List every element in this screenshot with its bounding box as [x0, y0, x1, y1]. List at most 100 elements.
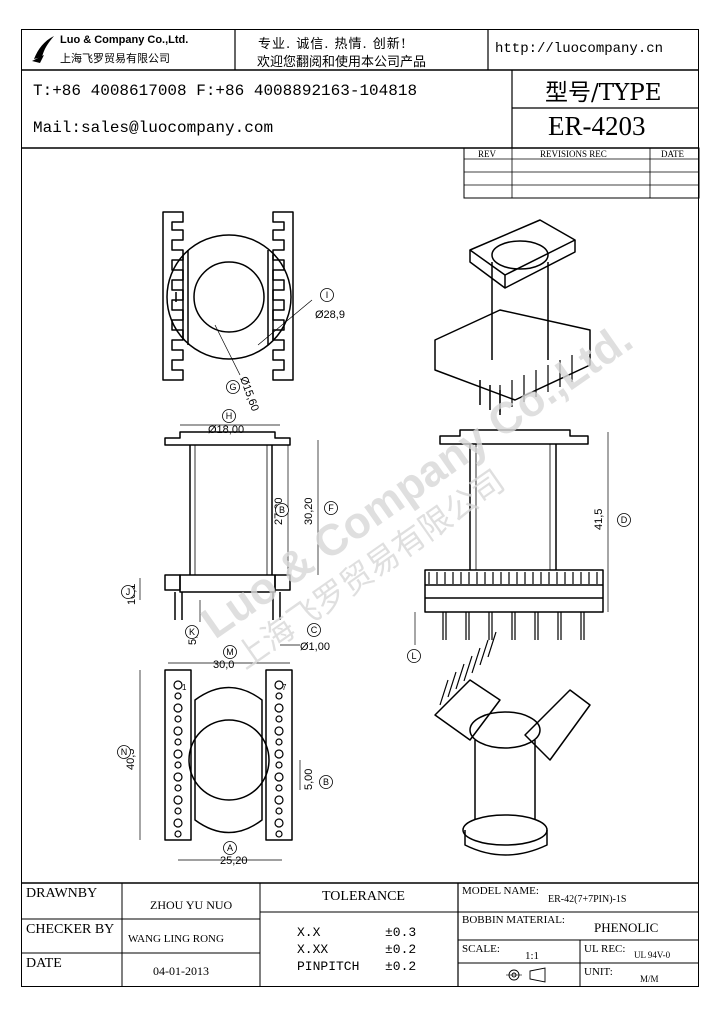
slot-right: [275, 830, 283, 838]
side-view-drawing: [164, 431, 291, 620]
header-frame: [21, 29, 700, 199]
model-name-value: ER-42(7+7PIN)-1S: [548, 894, 627, 905]
pin-hole-right: [274, 726, 284, 736]
iso-bottom-pin: [455, 663, 465, 690]
marker-c: C: [307, 623, 321, 637]
company-logo-icon: [32, 36, 54, 63]
model-name-label: MODEL NAME:: [462, 885, 539, 897]
unit-label: UNIT:: [584, 966, 613, 978]
type-value: ER-4203: [548, 111, 646, 141]
marker-j: J: [121, 585, 135, 599]
marker-label-n: N: [121, 747, 128, 757]
marker-label-d: D: [621, 515, 628, 525]
date-value: 04-01-2013: [153, 964, 209, 978]
date-label: DATE: [26, 956, 62, 971]
tol-value-xxx: ±0.2: [385, 942, 417, 957]
drawnby-label: DRAWNBY: [26, 886, 98, 901]
type-label: 型号/TYPE: [545, 80, 662, 106]
marker-b: B: [275, 503, 289, 517]
slot-left: [174, 830, 182, 838]
slot-right: [275, 784, 283, 792]
company-name: Luo & Company Co.,Ltd.: [60, 34, 189, 46]
rev-header: REV: [478, 149, 496, 159]
checker-label: CHECKER BY: [26, 922, 115, 937]
iso-bottom-pin: [463, 655, 473, 682]
slot-left: [174, 715, 182, 723]
marker-b-bottom: B: [319, 775, 333, 789]
pin-hole-left: [173, 772, 183, 782]
dim-b-pitch: 5,00: [303, 769, 315, 790]
slot-left: [174, 807, 182, 815]
scale-label: SCALE:: [462, 943, 500, 955]
marker-label-g: G: [229, 382, 236, 392]
revisions-rec-header: REVISIONS REC: [540, 149, 607, 159]
marker-label-b: B: [279, 505, 285, 515]
front-view-pins: [428, 572, 598, 640]
marker-f: F: [324, 501, 338, 515]
dim-i: Ø28,9: [315, 309, 345, 321]
dimension-lines: [139, 299, 609, 861]
slot-left: [174, 692, 182, 700]
pin-hole-left: [173, 703, 183, 713]
iso-bottom-pin: [487, 631, 497, 658]
slot-right: [275, 715, 283, 723]
pin-hole-left: [173, 680, 183, 690]
unit-value: M/M: [640, 974, 659, 984]
top-view-drawing: [162, 211, 294, 381]
checker-value: WANG LING RONG: [128, 933, 224, 945]
marker-m: M: [223, 645, 237, 659]
pin-hole-left: [173, 818, 183, 828]
ul-rec-value: UL 94V-0: [634, 950, 671, 960]
pin-hole-right: [274, 795, 284, 805]
marker-label-l: L: [411, 651, 416, 661]
bottom-view-pin-holes: [173, 680, 284, 838]
tol-key-xx: X.X: [297, 925, 321, 940]
ul-rec-label: UL REC:: [584, 943, 626, 955]
marker-label-k: K: [189, 627, 195, 637]
slogan-line-1: 专业. 诚信. 热情. 创新!: [258, 37, 408, 52]
bobbin-material-value: PHENOLIC: [594, 920, 659, 935]
pin-number-7: 7: [282, 683, 287, 692]
marker-label-b-bottom: B: [323, 777, 329, 787]
marker-d: D: [617, 513, 631, 527]
dim-f: 30,20: [303, 497, 315, 525]
marker-h: H: [222, 409, 236, 423]
dim-c: Ø1,00: [300, 641, 330, 653]
marker-label-a: A: [227, 843, 233, 853]
slot-right: [275, 692, 283, 700]
tol-key-pinpitch: PINPITCH: [297, 959, 360, 974]
tol-key-xxx: X.XX: [297, 942, 329, 957]
pin-hole-right: [274, 749, 284, 759]
iso-bottom-pin: [479, 639, 489, 666]
website-link[interactable]: http://luocompany.cn: [495, 41, 664, 57]
marker-a: A: [223, 841, 237, 855]
pin-hole-right: [274, 680, 284, 690]
drawnby-value: ZHOU YU NUO: [150, 898, 233, 912]
bottom-view-drawing: [164, 669, 293, 841]
isometric-bottom-drawing: [434, 679, 591, 856]
slot-left: [174, 784, 182, 792]
isometric-pins: [439, 355, 573, 706]
dimension-markers: I G H B F D J K C M N A L B: [117, 288, 631, 855]
marker-k: K: [185, 625, 199, 639]
marker-i: I: [320, 288, 334, 302]
scale-value: 1:1: [525, 950, 540, 962]
company-name-cn: 上海飞罗贸易有限公司: [60, 52, 170, 65]
slot-right: [275, 738, 283, 746]
pin-hole-left: [173, 795, 183, 805]
slot-left: [174, 761, 182, 769]
pin-hole-left: [173, 726, 183, 736]
iso-bottom-pin: [447, 671, 457, 698]
marker-n: N: [117, 745, 131, 759]
marker-label-m: M: [226, 647, 234, 657]
marker-label-i: I: [326, 290, 329, 300]
marker-label-f: F: [328, 503, 334, 513]
slot-right: [275, 807, 283, 815]
dim-m: 30,0: [213, 659, 234, 671]
pin-hole-right: [274, 818, 284, 828]
pin-hole-left: [173, 749, 183, 759]
mail-text[interactable]: Mail:sales@luocompany.com: [33, 119, 274, 137]
pin-hole-right: [274, 703, 284, 713]
bobbin-material-label: BOBBIN MATERIAL:: [462, 914, 565, 926]
